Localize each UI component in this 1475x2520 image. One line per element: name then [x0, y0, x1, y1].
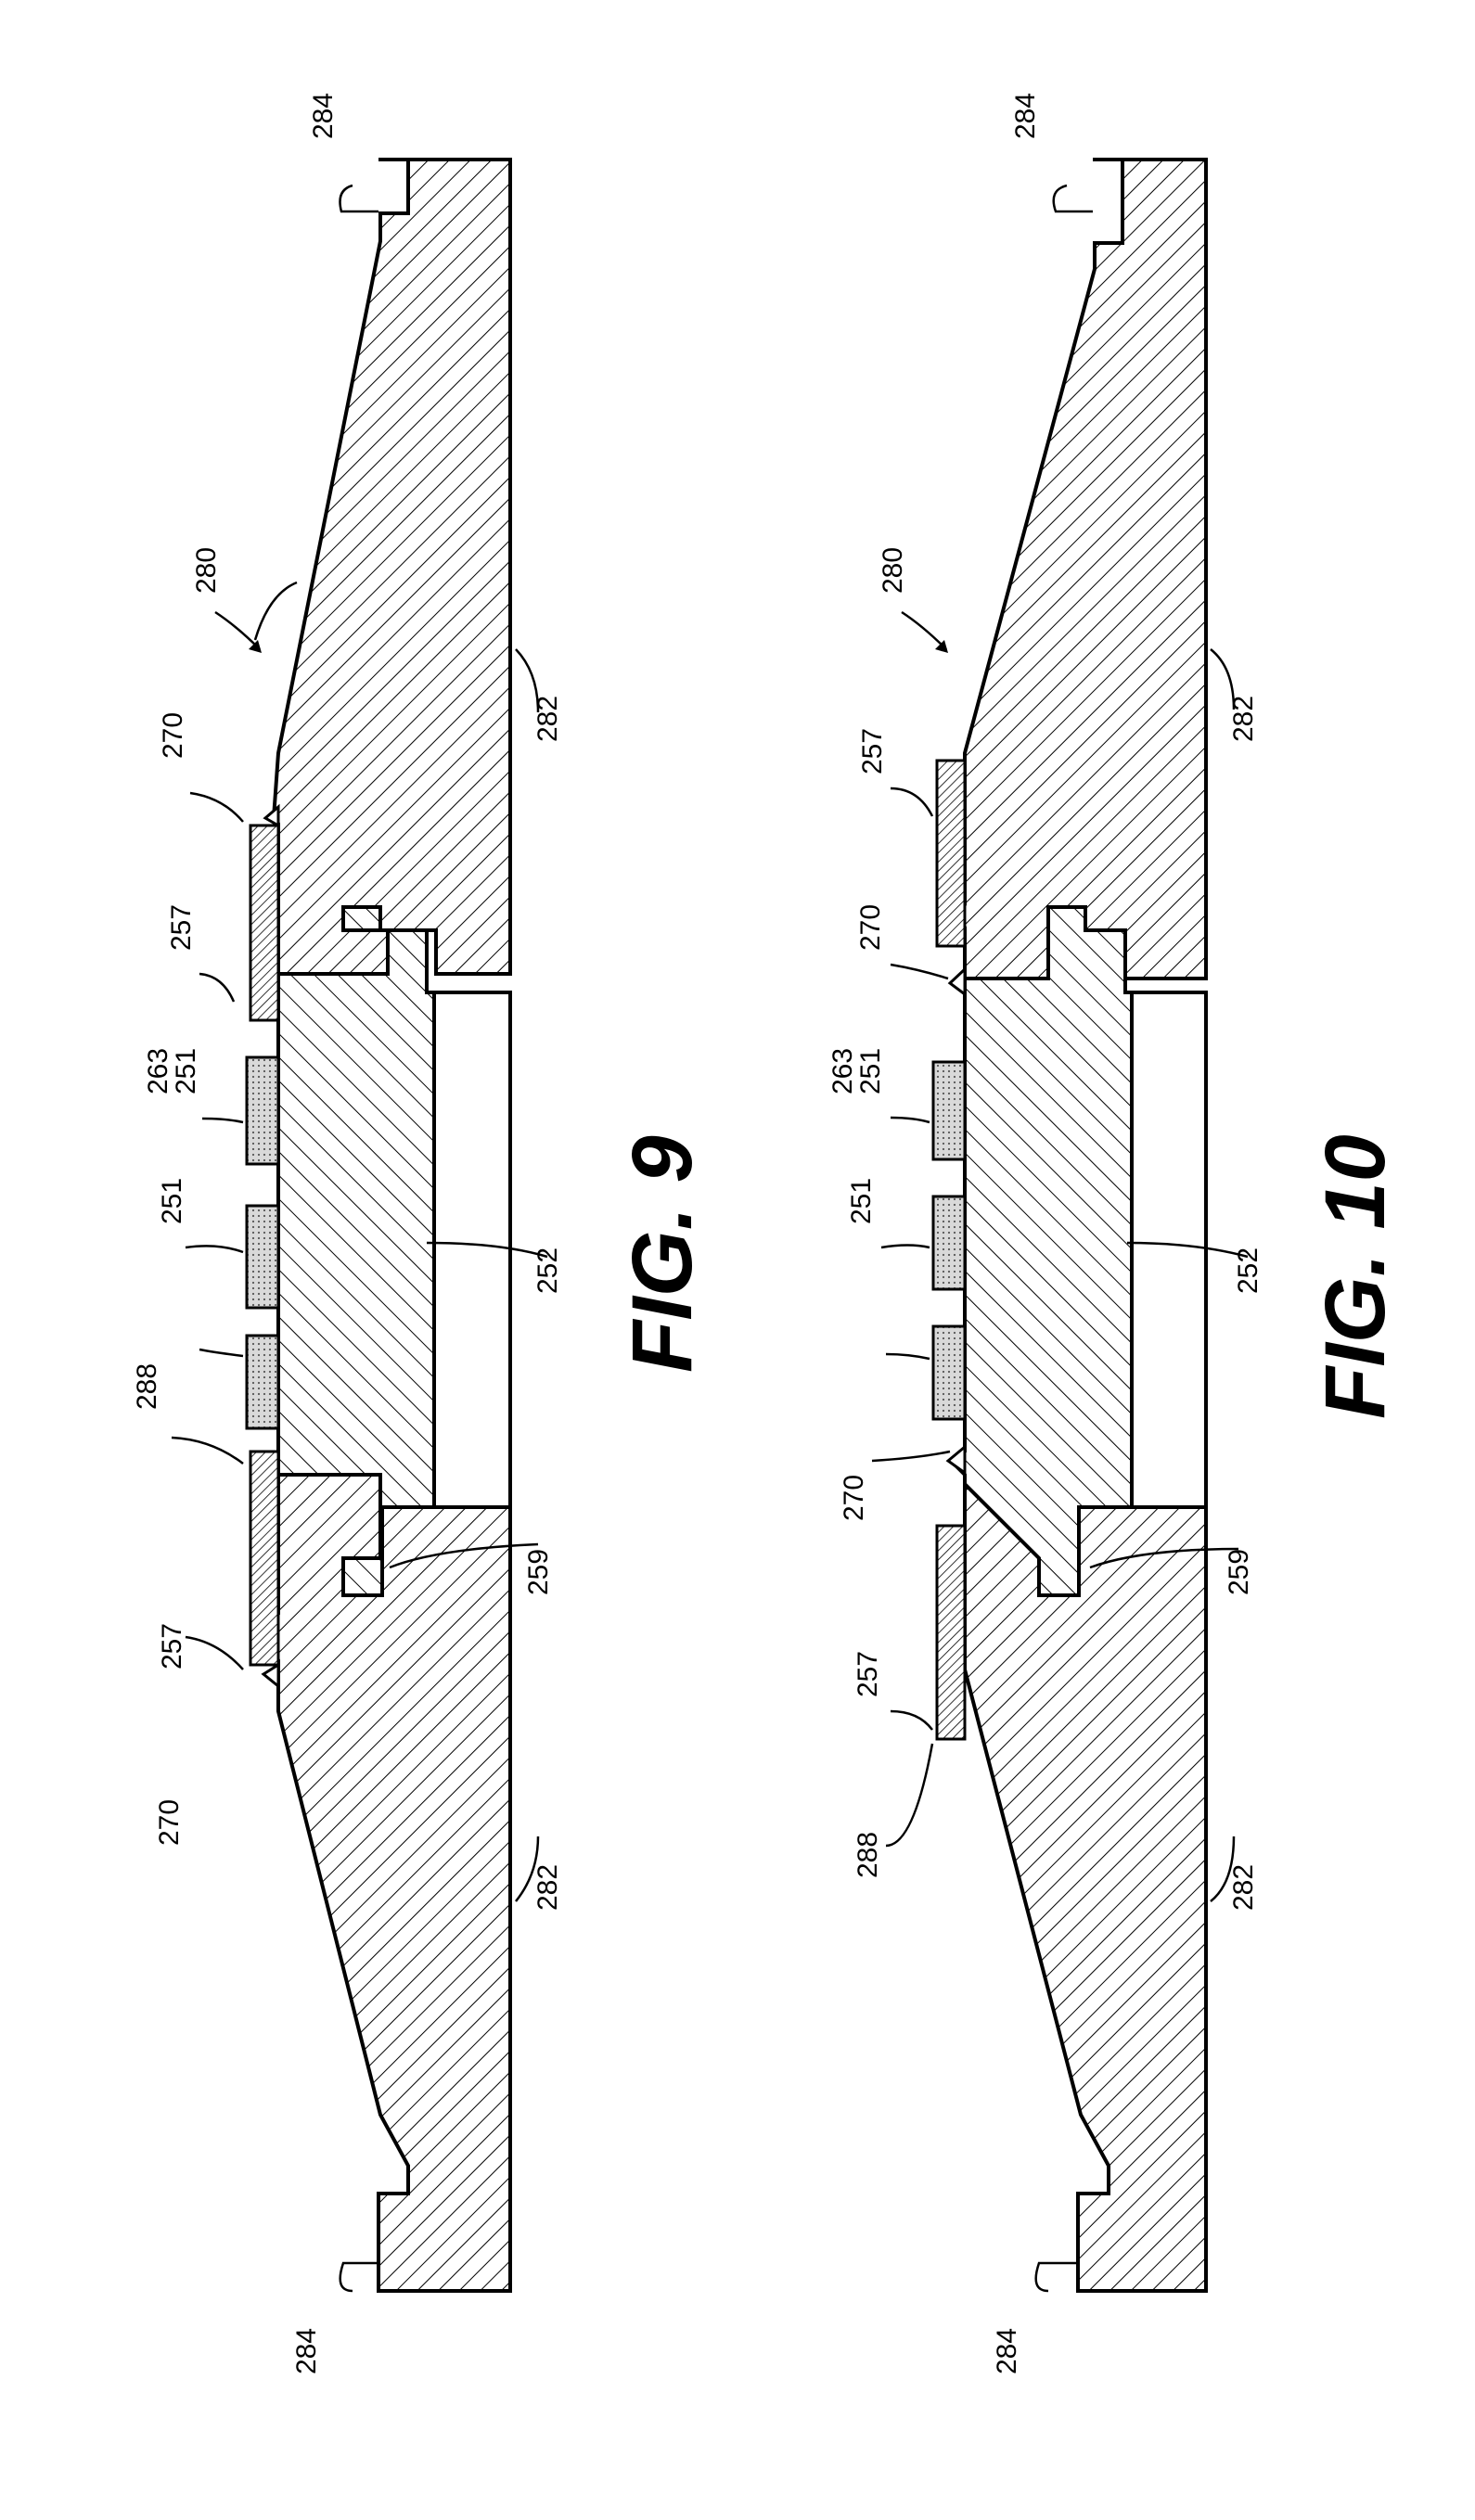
leader-lines-fig9 — [171, 184, 548, 2293]
pad-251-b — [245, 1204, 280, 1310]
pad-251-a-fig10 — [931, 1060, 967, 1161]
label-257-upper-fig10: 257 — [857, 728, 888, 774]
label-263-fig10: 263 — [827, 1048, 858, 1094]
arrowhead-280-fig9 — [249, 640, 262, 653]
label-284-bottom: 284 — [291, 2328, 322, 2374]
label-252-fig10: 252 — [1233, 1247, 1263, 1294]
arrow-280-fig10 — [901, 610, 947, 650]
label-257-lower: 257 — [157, 1623, 187, 1669]
label-259: 259 — [523, 1549, 554, 1595]
label-288: 288 — [132, 1363, 162, 1410]
label-288-fig10: 288 — [853, 1832, 883, 1878]
pad-251-a — [245, 1055, 280, 1166]
figure-9-caption: FIG. 9 — [615, 1135, 710, 1373]
pad-251-b-fig10 — [931, 1195, 967, 1291]
cavity-fig10 — [1130, 991, 1208, 1509]
label-282-lower: 282 — [532, 1864, 563, 1911]
tip-270-lower — [261, 1662, 280, 1690]
label-270-upper-fig10: 270 — [855, 904, 886, 951]
body-282-top-section — [271, 158, 512, 976]
figure-9: 284 280 270 257 263 251 251 288 257 270 … — [132, 93, 710, 2374]
label-270-upper: 270 — [158, 712, 188, 759]
label-282-upper-fig10: 282 — [1228, 696, 1259, 742]
label-280: 280 — [191, 547, 222, 594]
coating-257-lower-fig10 — [935, 1524, 967, 1741]
arrowhead-280-fig10 — [935, 640, 948, 653]
label-282-upper: 282 — [532, 696, 563, 742]
pad-251-c-fig10 — [931, 1324, 967, 1421]
cavity — [432, 991, 512, 1509]
label-280-fig10: 280 — [878, 547, 908, 594]
label-270-lower-fig10: 270 — [839, 1475, 869, 1521]
label-259-fig10: 259 — [1224, 1549, 1254, 1595]
label-252: 252 — [532, 1247, 563, 1294]
leader-lines-fig10 — [871, 184, 1249, 2293]
arrow-280-fig9 — [214, 610, 261, 650]
tip-270-upper — [263, 803, 280, 828]
insert-252-fig10 — [953, 905, 1134, 1597]
label-251-a: 251 — [171, 1048, 201, 1094]
coating-257-lower — [249, 1450, 280, 1667]
labels-fig9: 284 280 270 257 263 251 251 288 257 270 … — [132, 93, 563, 2374]
label-251-b: 251 — [157, 1178, 187, 1224]
label-263: 263 — [143, 1048, 173, 1094]
tip-270-upper-fig10 — [947, 966, 967, 997]
label-282-lower-fig10: 282 — [1228, 1864, 1259, 1911]
label-257-upper: 257 — [166, 904, 197, 951]
label-284-top: 284 — [308, 93, 339, 139]
label-270-lower: 270 — [154, 1799, 185, 1846]
body-282-top-section-fig10 — [943, 158, 1208, 980]
tip-270-lower-fig10 — [945, 1443, 967, 1476]
label-257-lower-fig10: 257 — [853, 1651, 883, 1697]
label-284-top-fig10: 284 — [1010, 93, 1041, 139]
labels-fig10: 284 280 257 270 263 251 251 288 257 270 … — [827, 93, 1263, 2374]
coating-257-upper — [249, 824, 280, 1022]
label-284-bottom-fig10: 284 — [992, 2328, 1022, 2374]
label-251-a-fig10: 251 — [855, 1048, 886, 1094]
figure-10: 284 280 257 270 263 251 251 288 257 270 … — [827, 93, 1403, 2374]
figure-10-caption: FIG. 10 — [1308, 1134, 1403, 1419]
coating-257-upper-fig10 — [935, 759, 967, 948]
pad-251-c — [245, 1334, 280, 1430]
label-251-b-fig10: 251 — [846, 1178, 877, 1224]
